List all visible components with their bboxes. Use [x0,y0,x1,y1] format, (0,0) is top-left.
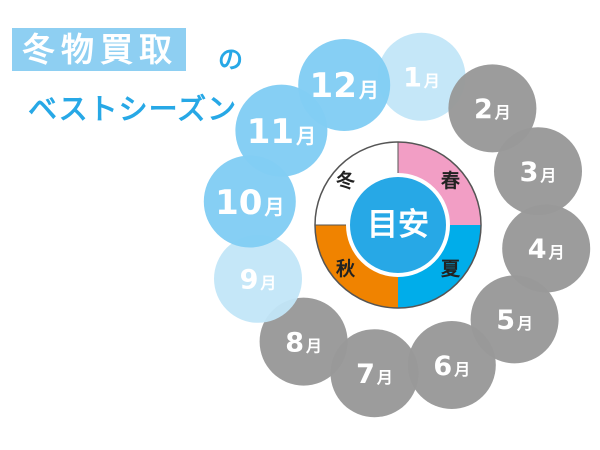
season-donut: 春 夏 秋 冬 目安 [314,141,482,309]
month-number: 9 [240,265,259,296]
month-circle-10 [203,155,296,248]
month-number: 12 [310,66,357,106]
month-circle-1 [377,32,466,121]
subtitle: ベストシーズン [28,92,238,126]
center-disc [346,173,450,277]
month-unit: 月 [295,124,316,148]
month-unit: 月 [494,103,511,122]
month-number: 8 [285,327,304,358]
month-unit: 月 [548,243,565,262]
season-label-winter: 冬 [336,169,355,192]
season-segment-summer [398,225,481,308]
season-segment-spring [398,142,481,225]
center-label: 目安 [367,207,429,243]
month-10: 10月 [203,155,296,248]
month-number: 3 [520,157,539,188]
month-number: 11 [247,112,294,152]
month-unit: 月 [453,360,470,379]
month-circle-3 [494,127,582,216]
month-circle-7 [330,329,419,418]
month-unit: 月 [376,368,393,387]
season-label-spring: 春 [441,169,460,192]
month-number: 7 [356,359,375,390]
title-particle: の [218,45,244,74]
month-number: 5 [496,305,515,336]
month-unit: 月 [305,336,322,355]
month-circle-5 [470,275,559,364]
month-unit: 月 [259,274,276,293]
month-number: 2 [474,94,493,125]
season-label-summer: 夏 [441,258,461,280]
season-label-autumn: 秋 [336,257,356,280]
season-segment-winter [315,142,398,225]
month-number: 1 [403,63,422,94]
month-circle-8 [259,297,348,386]
month-unit: 月 [263,195,284,219]
month-number: 6 [433,351,452,382]
month-circle-9 [214,234,302,323]
month-number: 4 [528,234,547,265]
month-circle-6 [407,321,496,409]
month-number: 10 [215,183,262,223]
title-heading: 冬物買取 [12,28,186,71]
month-circle-12 [298,39,391,131]
season-segment-autumn [315,225,398,308]
month-circle-2 [448,64,537,153]
month-unit: 月 [358,78,379,102]
month-label-10: 10月 [215,183,284,223]
month-circle-4 [502,204,591,293]
month-unit: 月 [516,314,533,333]
month-unit: 月 [539,166,556,185]
month-unit: 月 [423,72,440,91]
